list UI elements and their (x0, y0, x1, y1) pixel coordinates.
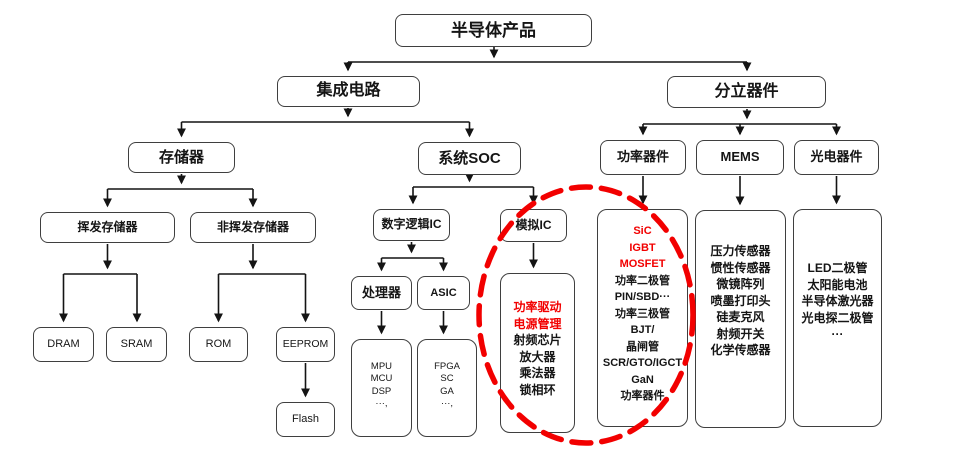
power-device-items: 功率二极管 PIN/SBD··· 功率三极管 BJT/ 晶闸管 SCR/GTO/… (602, 274, 683, 403)
node-discrete-devices: 分立器件 (667, 76, 826, 108)
node-eeprom: EEPROM (276, 327, 335, 362)
connector-digital-split (377, 242, 448, 272)
connector-volatile-split (59, 244, 142, 323)
node-asic: ASIC (417, 276, 470, 310)
node-mems: MEMS (696, 140, 784, 175)
node-nonvolatile-memory: 非挥发存储器 (190, 212, 316, 243)
node-flash: Flash (276, 402, 335, 437)
list-analog-ic-types: 功率驱动 电源管理 射频芯片 放大器 乘法器 锁相环 (500, 273, 575, 433)
connector-nonvolatile-split (214, 244, 310, 323)
connector-root-split (343, 47, 752, 72)
list-asic-types: FPGA SC GA ···, (417, 339, 477, 437)
connector-soc-split (408, 173, 538, 205)
node-sram: SRAM (106, 327, 167, 362)
node-semiconductor-products: 半导体产品 (395, 14, 592, 47)
node-system-soc: 系统SOC (418, 142, 521, 175)
list-optoelectronic-types: LED二极管 太阳能电池 半导体激光器 光电探二极管 ··· (793, 209, 882, 427)
node-memory: 存储器 (128, 142, 235, 173)
asic-type-items: FPGA SC GA ···, (434, 361, 460, 409)
node-optoelectronics: 光电器件 (794, 140, 879, 175)
power-device-highlight-items: SiC IGBT MOSFET (619, 225, 666, 270)
list-processor-types: MPU MCU DSP ···, (351, 339, 412, 437)
list-power-device-types: SiC IGBT MOSFET 功率二极管 PIN/SBD··· 功率三极管 B… (597, 209, 688, 427)
mems-items: 压力传感器 惯性传感器 微镜阵列 喷墨打印头 硅麦克风 射频开关 化学传感器 (710, 244, 771, 357)
node-analog-ic: 模拟IC (500, 209, 567, 242)
node-rom: ROM (189, 327, 248, 362)
connector-ic-split (177, 108, 474, 138)
connector-discrete-split (638, 109, 841, 136)
node-digital-logic-ic: 数字逻辑IC (373, 209, 450, 241)
node-integrated-circuits: 集成电路 (277, 76, 420, 107)
optoelectronic-items: LED二极管 太阳能电池 半导体激光器 光电探二极管 ··· (801, 261, 874, 341)
node-volatile-memory: 挥发存储器 (40, 212, 175, 243)
analog-ic-highlight-items: 功率驱动 电源管理 (513, 300, 562, 331)
list-mems-types: 压力传感器 惯性传感器 微镜阵列 喷墨打印头 硅麦克风 射频开关 化学传感器 (695, 210, 786, 428)
analog-ic-items: 射频芯片 放大器 乘法器 锁相环 (513, 333, 562, 397)
connector-memory-split (103, 174, 258, 208)
processor-type-items: MPU MCU DSP ···, (370, 361, 393, 409)
node-dram: DRAM (33, 327, 94, 362)
node-power-devices: 功率器件 (600, 140, 686, 175)
node-processor: 处理器 (351, 276, 412, 310)
